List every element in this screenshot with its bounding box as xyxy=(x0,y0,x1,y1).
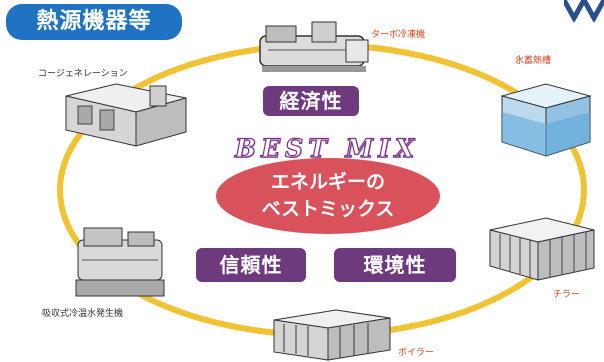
ice-storage-label: 氷蓄熱槽 xyxy=(515,56,552,66)
cogeneration-image xyxy=(65,83,187,147)
economy-pill: 経済性 xyxy=(263,86,359,116)
core-text: エネルギーの ベストミックス xyxy=(216,158,440,234)
corner-decoration xyxy=(564,0,604,22)
turbo-chiller-label: ターボ冷凍機 xyxy=(371,30,426,40)
ice-storage-tank-image xyxy=(500,83,592,157)
absorption-chiller-image xyxy=(75,227,165,297)
best-mix-title: BEST MIX xyxy=(234,133,420,163)
chiller-image xyxy=(489,217,595,281)
turbo-chiller-image xyxy=(259,21,369,72)
boiler-image xyxy=(273,309,391,361)
core-line-2: ベストミックス xyxy=(261,198,395,220)
cogeneration-label: コージェネレーション xyxy=(38,69,128,79)
core-ellipse xyxy=(216,158,440,234)
environment-pill: 環境性 xyxy=(334,248,456,282)
title-tag: 熱源機器等 xyxy=(6,4,182,40)
boiler-label: ボイラー xyxy=(398,348,435,358)
reliability-pill: 信頼性 xyxy=(196,248,306,282)
chiller-label: チラー xyxy=(553,290,581,300)
core-line-1: エネルギーの xyxy=(270,171,385,193)
absorption-label: 吸収式冷温水発生機 xyxy=(42,309,124,319)
